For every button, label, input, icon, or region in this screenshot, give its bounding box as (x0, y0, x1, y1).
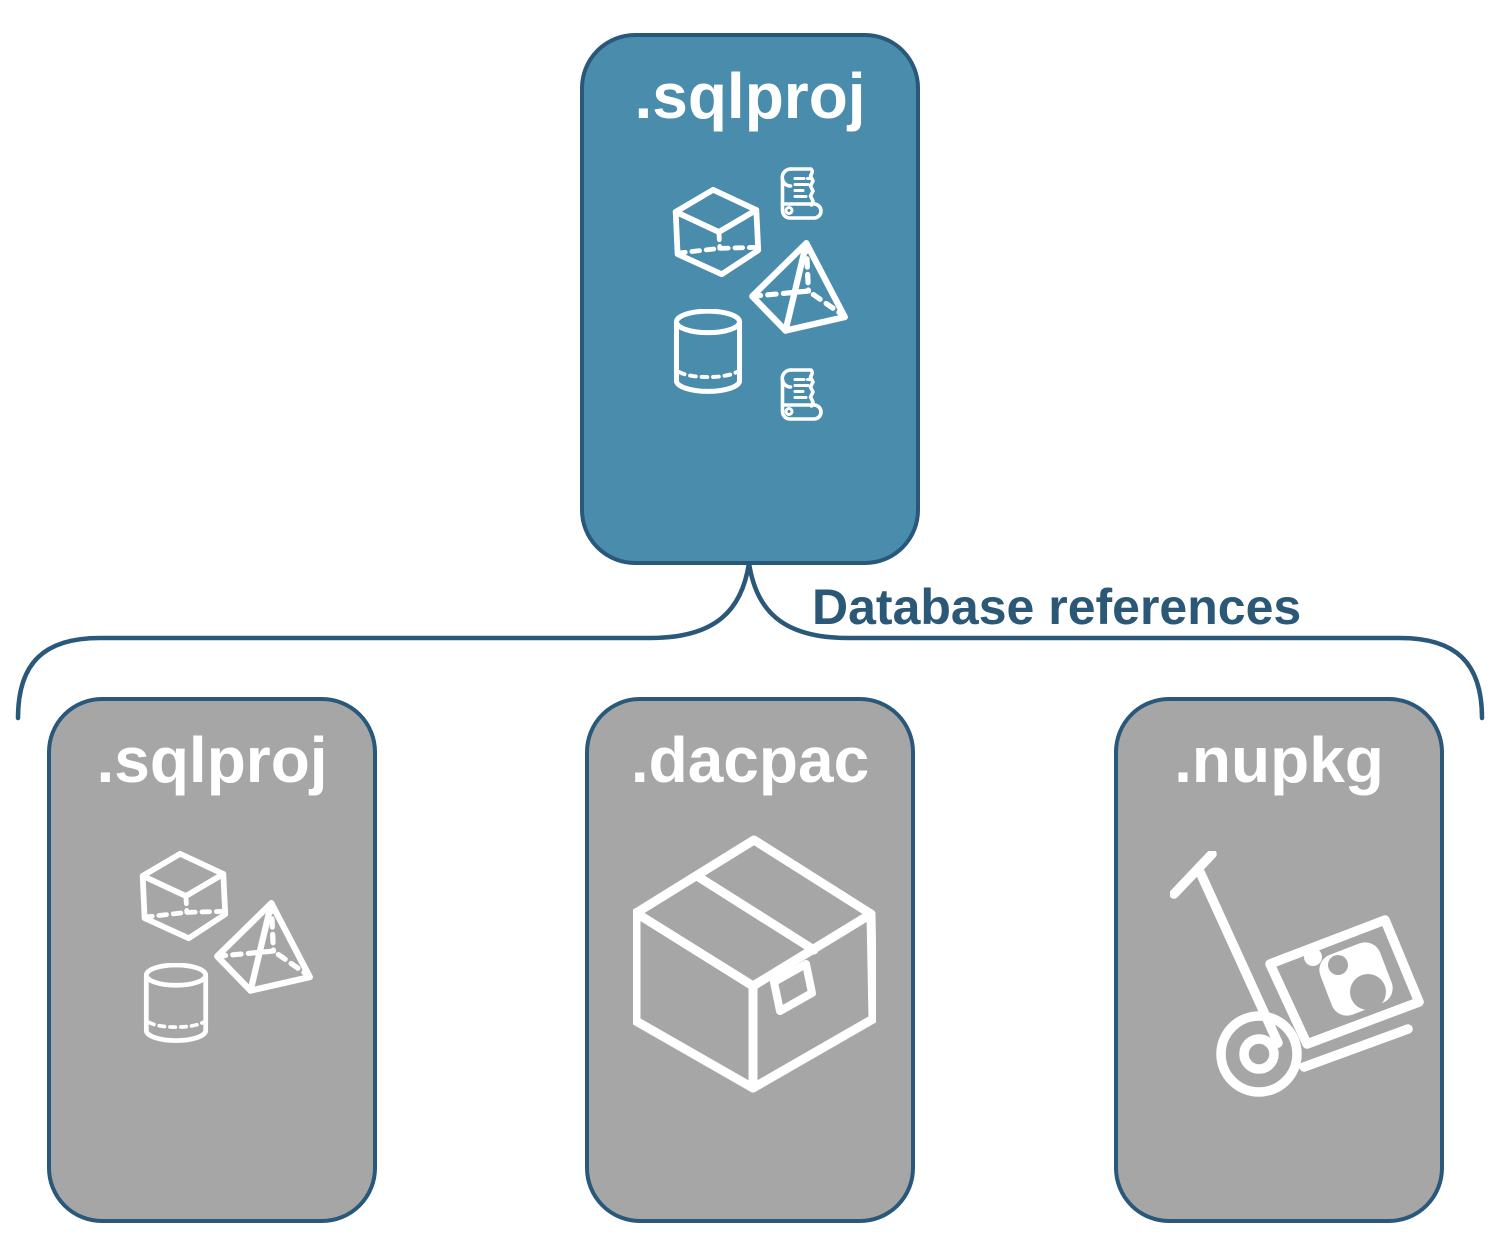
node-label: .nupkg (1174, 724, 1384, 796)
pyramid-icon (211, 897, 315, 1001)
node-label: .sqlproj (634, 60, 866, 132)
hand-truck-package-icon (1170, 851, 1432, 1103)
node-child-nupkg: .nupkg (1114, 697, 1444, 1223)
cylinder-icon (142, 963, 210, 1044)
pyramid-icon (746, 237, 850, 341)
node-label: .sqlproj (96, 724, 328, 796)
node-child-sqlproj: .sqlproj (47, 697, 377, 1223)
scroll-icon (780, 368, 823, 421)
cylinder-icon (672, 309, 744, 395)
connector-label: Database references (812, 579, 1302, 635)
node-child-dacpac: .dacpac (585, 697, 915, 1223)
package-box-icon (633, 829, 876, 1099)
node-root-sqlproj: .sqlproj (580, 33, 920, 565)
node-label: .dacpac (630, 724, 870, 796)
scroll-icon (780, 167, 823, 220)
